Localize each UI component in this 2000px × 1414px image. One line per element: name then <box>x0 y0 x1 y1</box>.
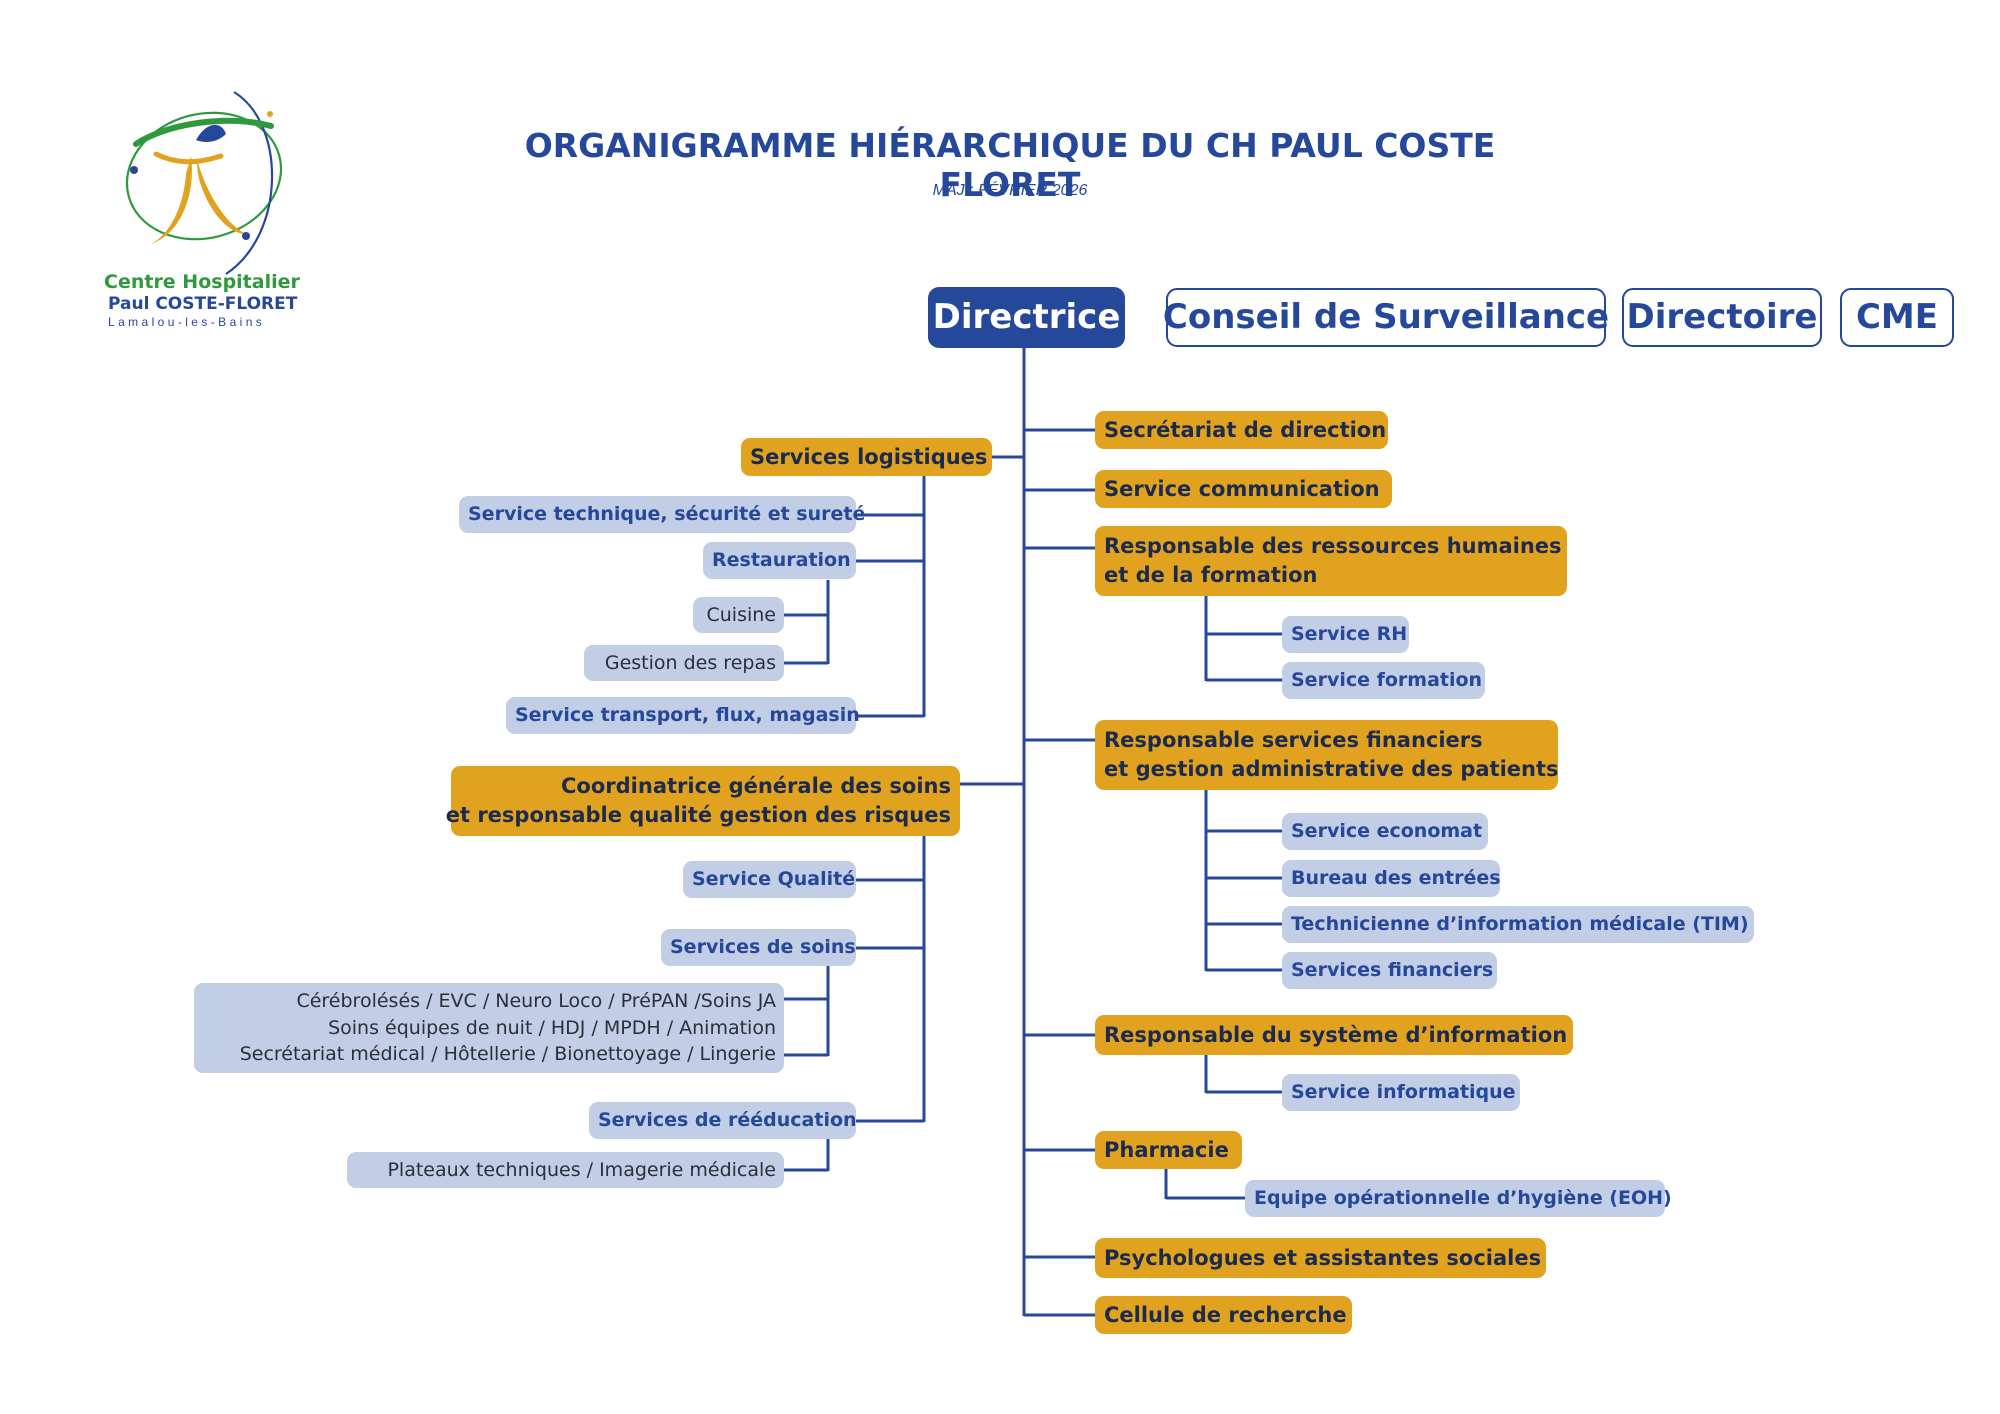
pharmacie-box: Pharmacie <box>1095 1131 1242 1169</box>
service-formation-box: Service formation <box>1282 662 1485 699</box>
logo-text-city: Lamalou-les-Bains <box>108 315 266 329</box>
update-date: MÀJ : FÉVRIER 2026 <box>932 182 1088 199</box>
service-communication-box: Service communication <box>1095 470 1392 508</box>
hospital-logo <box>96 84 316 334</box>
restauration-box: Restauration <box>703 542 856 579</box>
page-title: ORGANIGRAMME HIÉRARCHIQUE DU CH PAUL COS… <box>524 126 1496 204</box>
directoire-box: Directoire <box>1622 288 1822 347</box>
secretariat-direction-box: Secrétariat de direction <box>1095 411 1388 449</box>
cuisine-box: Cuisine <box>693 597 784 633</box>
bureau-entrees-box: Bureau des entrées <box>1282 860 1501 897</box>
cme-box: CME <box>1840 288 1954 347</box>
service-qualite-box: Service Qualité <box>683 861 856 898</box>
service-rh-box: Service RH <box>1282 616 1409 653</box>
services-financiers-box: Services financiers <box>1282 952 1497 989</box>
conseil-surveillance-box: Conseil de Surveillance <box>1163 288 1609 347</box>
service-technique-box: Service technique, sécurité et sureté <box>459 496 865 533</box>
plateaux-techniques-box: Plateaux techniques / Imagerie médicale <box>347 1152 784 1188</box>
unites-de-soins-box: Cérébrolésés / EVC / Neuro Loco / PréPAN… <box>194 983 784 1073</box>
responsable-rh-box: Responsable des ressources humaines et d… <box>1095 526 1567 596</box>
cellule-recherche-box: Cellule de recherche <box>1095 1296 1352 1334</box>
logo-text-centre: Centre Hospitalier <box>104 271 300 293</box>
services-de-soins-box: Services de soins <box>661 929 856 966</box>
services-reeducation-box: Services de rééducation <box>589 1102 857 1139</box>
service-economat-box: Service economat <box>1282 813 1488 850</box>
eoh-box: Equipe opérationnelle d’hygiène (EOH) <box>1245 1180 1672 1217</box>
services-logistiques-box: Services logistiques <box>741 438 992 476</box>
gestion-repas-box: Gestion des repas <box>584 645 784 681</box>
responsable-finances-box: Responsable services financiers et gesti… <box>1095 720 1559 790</box>
coordinatrice-soins-box: Coordinatrice générale des soins et resp… <box>446 766 960 836</box>
logo-text-name: Paul COSTE-FLORET <box>108 294 298 314</box>
service-informatique-box: Service informatique <box>1282 1074 1520 1111</box>
responsable-si-box: Responsable du système d’information <box>1095 1015 1573 1055</box>
psychologues-box: Psychologues et assistantes sociales <box>1095 1238 1546 1278</box>
directrice-box: Directrice <box>928 287 1125 348</box>
service-transport-box: Service transport, flux, magasin <box>506 697 860 734</box>
tim-box: Technicienne d’information médicale (TIM… <box>1282 906 1754 943</box>
